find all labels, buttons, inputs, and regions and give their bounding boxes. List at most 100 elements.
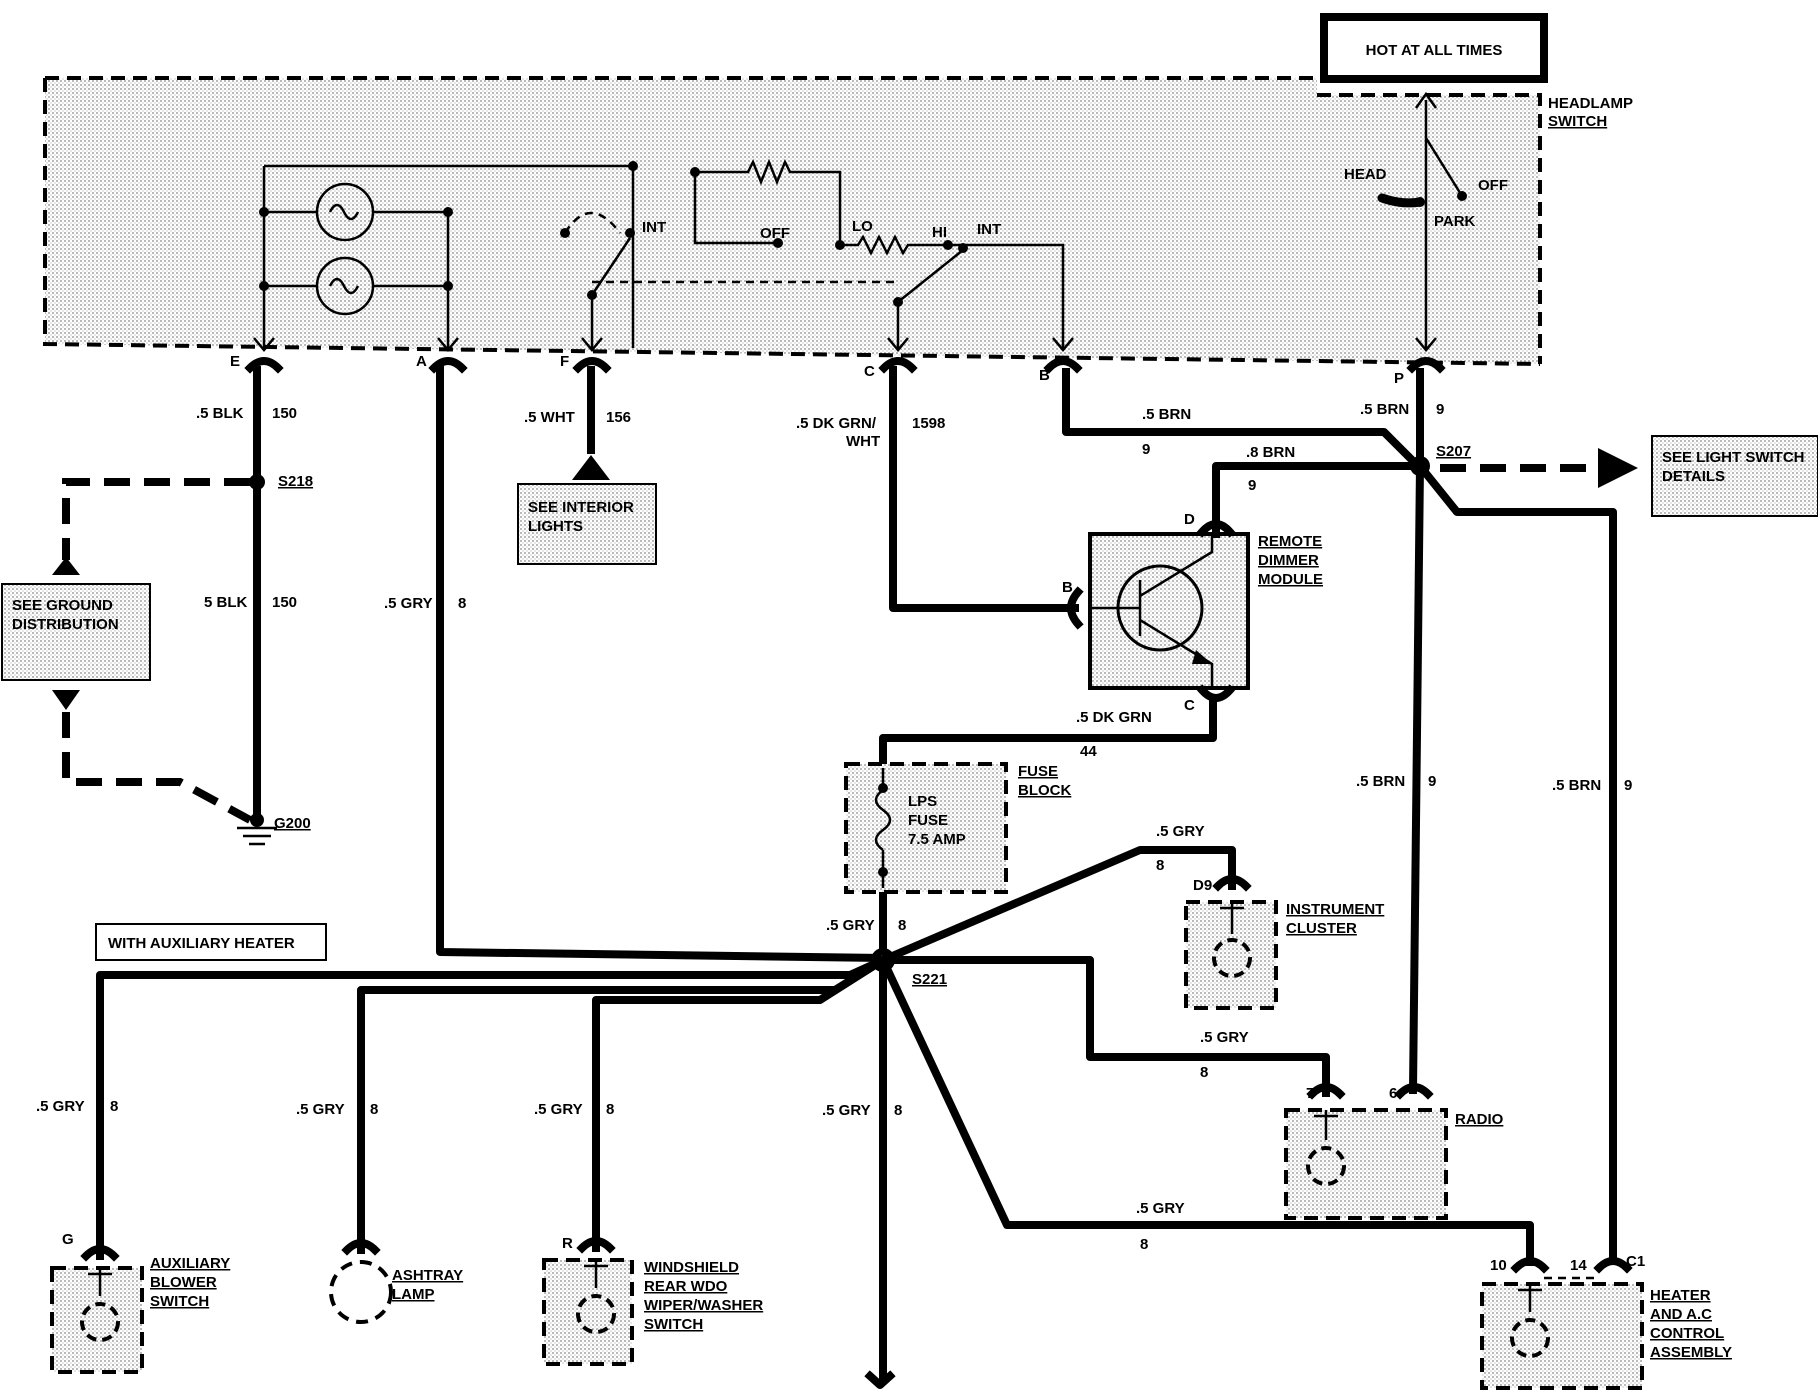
wire-wiper-color: .5 GRY	[534, 1101, 583, 1118]
wire-f-num: 156	[606, 409, 631, 426]
wire-c-color-1: .5 DK GRN/	[796, 415, 877, 432]
headlamp-switch-label-1: HEADLAMP	[1548, 95, 1633, 112]
splice-s221: S221	[912, 971, 947, 988]
wire-b-num: 9	[1142, 441, 1150, 458]
interior-ref-1: SEE INTERIOR	[528, 499, 634, 516]
ash-label-1: ASHTRAY	[392, 1267, 463, 1284]
hvac-label-3: CONTROL	[1650, 1325, 1724, 1342]
wiper-label-1: WINDSHIELD	[644, 1259, 739, 1276]
head-position-label: HEAD	[1344, 166, 1387, 183]
wire-p-color: .5 BRN	[1360, 401, 1409, 418]
ground-ref-1: SEE GROUND	[12, 597, 113, 614]
fuse-block: LPS FUSE 7.5 AMP FUSE BLOCK	[844, 762, 1071, 894]
wire-dkgrn-color: .5 DK GRN	[1076, 709, 1152, 726]
dimmer-name-3: MODULE	[1258, 571, 1323, 588]
wiper-label-4: SWITCH	[644, 1316, 703, 1333]
aux-heater-label-box: WITH AUXILIARY HEATER	[95, 923, 327, 961]
hvac-c1: C1	[1626, 1253, 1645, 1270]
hvac-pin-14: 14	[1570, 1257, 1587, 1274]
fuse-label-1: LPS	[908, 793, 937, 810]
radio-pin-6: 6	[1389, 1085, 1397, 1102]
wire-ic-num: 8	[1156, 857, 1164, 874]
wiper-label-2: REAR WDO	[644, 1278, 728, 1295]
ic-pin-label: D9	[1193, 877, 1212, 894]
ground-ref-2: DISTRIBUTION	[12, 616, 119, 633]
wire-a-num: 8	[458, 595, 466, 612]
dimmer-pin-d: D	[1184, 511, 1195, 528]
aux-label-2: BLOWER	[150, 1274, 217, 1291]
wire-hvac-brn-num: 9	[1624, 777, 1632, 794]
wire-e-num: 150	[272, 405, 297, 422]
int-right-label: INT	[977, 221, 1001, 238]
instrument-cluster: D9 INSTRUMENT CLUSTER	[1184, 875, 1384, 1010]
light-ref-2: DETAILS	[1662, 468, 1725, 485]
heater-ac-control-assembly: 10 14 C1 HEATER AND A.C CONTROL ASSEMBLY	[1480, 1253, 1732, 1390]
wire-e2-color: 5 BLK	[204, 594, 248, 611]
fuse-block-label-2: BLOCK	[1018, 782, 1071, 799]
wire-c-dkgrn	[889, 366, 1079, 612]
wire-brn8-num: 9	[1248, 477, 1256, 494]
aux-heater-label: WITH AUXILIARY HEATER	[108, 935, 295, 952]
interior-ref-2: LIGHTS	[528, 518, 583, 535]
ashtray-lamp: ASHTRAY LAMP	[329, 1239, 463, 1324]
wire-down-num: 8	[894, 1102, 902, 1119]
wire-hvac-gry-num: 8	[1140, 1236, 1148, 1253]
terminal-p: P	[1394, 370, 1404, 387]
ic-label-2: CLUSTER	[1286, 920, 1357, 937]
wire-f-white	[572, 366, 610, 480]
terminal-c: C	[864, 363, 875, 380]
wire-f-color: .5 WHT	[524, 409, 575, 426]
wire-b-brown	[1062, 368, 1424, 472]
wiper-label-3: WIPER/WASHER	[644, 1297, 763, 1314]
terminal-e: E	[230, 353, 240, 370]
splice-s207: S207	[1436, 443, 1471, 460]
fuse-label-2: FUSE	[908, 812, 948, 829]
hvac-label-4: ASSEMBLY	[1650, 1344, 1732, 1361]
see-interior-lights-box: SEE INTERIOR LIGHTS	[517, 483, 657, 565]
int-left-label: INT	[642, 219, 666, 236]
ground-g200: G200	[274, 815, 311, 832]
radio-pin-7: 7	[1306, 1085, 1314, 1102]
wire-ash-color: .5 GRY	[296, 1101, 345, 1118]
wire-aux-num: 8	[110, 1098, 118, 1115]
lo-label: LO	[852, 218, 873, 235]
headlamp-switch-box: HEADLAMP SWITCH	[43, 76, 1633, 366]
see-ground-distribution-box: SEE GROUND DISTRIBUTION	[1, 583, 151, 681]
park-position-label: PARK	[1434, 213, 1476, 230]
terminal-f: F	[560, 353, 569, 370]
wiper-washer-switch: R WINDSHIELD REAR WDO WIPER/WASHER SWITC…	[542, 1235, 763, 1366]
terminal-a: A	[416, 353, 427, 370]
hi-label: HI	[932, 224, 947, 241]
wire-aux-color: .5 GRY	[36, 1098, 85, 1115]
wire-p-num: 9	[1436, 401, 1444, 418]
wire-wiper-num: 8	[606, 1101, 614, 1118]
ic-label-1: INSTRUMENT	[1286, 901, 1384, 918]
remote-dimmer-module: D B C REMOTE DIMMER MODULE	[1062, 511, 1323, 714]
see-light-switch-details-box: SEE LIGHT SWITCH DETAILS	[1651, 435, 1818, 517]
wire-a-gray	[436, 366, 885, 963]
dimmer-name-2: DIMMER	[1258, 552, 1319, 569]
hvac-label-1: HEATER	[1650, 1287, 1711, 1304]
wire-radio-gry-num: 8	[1200, 1064, 1208, 1081]
wire-dkgrn-num: 44	[1080, 743, 1097, 760]
ash-label-2: LAMP	[392, 1286, 435, 1303]
headlamp-switch-label-2: SWITCH	[1548, 113, 1607, 130]
dimmer-name-1: REMOTE	[1258, 533, 1322, 550]
wire-e-ground	[237, 366, 277, 846]
dimmer-pin-b: B	[1062, 579, 1073, 596]
radio: 7 6 RADIO	[1284, 1083, 1504, 1220]
hvac-label-2: AND A.C	[1650, 1306, 1712, 1323]
wire-ash-num: 8	[370, 1101, 378, 1118]
off-mid-label: OFF	[760, 225, 790, 242]
hvac-pin-10: 10	[1490, 1257, 1507, 1274]
wire-brn8-color: .8 BRN	[1246, 444, 1295, 461]
splice-s207	[1212, 448, 1638, 1258]
wire-radio-brn-color: .5 BRN	[1356, 773, 1405, 790]
wire-a-color: .5 GRY	[384, 595, 433, 612]
wire-c-color-2: WHT	[846, 433, 880, 450]
splice-s218: S218	[278, 473, 313, 490]
off-position-label: OFF	[1478, 177, 1508, 194]
wire-radio-brn-num: 9	[1428, 773, 1436, 790]
wire-dimmer-to-fuse	[879, 696, 1217, 772]
